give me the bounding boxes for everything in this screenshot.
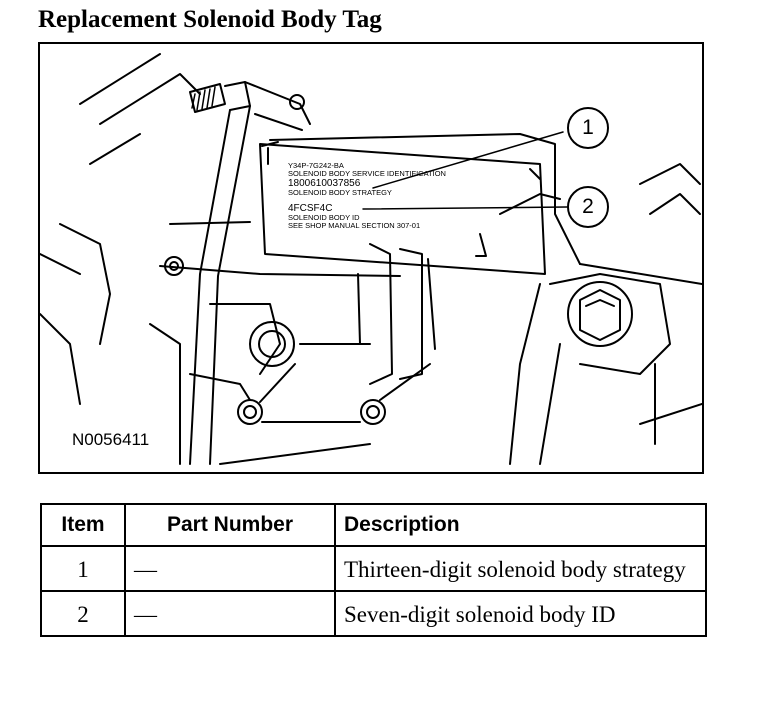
tag-line-service-id: SOLENOID BODY SERVICE IDENTIFICATION (288, 169, 446, 178)
header-description: Description (334, 503, 707, 547)
callout-1-circle (567, 107, 609, 149)
row-part-number: — (124, 545, 336, 592)
row-item: 2 (40, 590, 126, 637)
row-part-number: — (124, 590, 336, 637)
table-header-row: Item Part Number Description (40, 503, 707, 547)
row-item: 1 (40, 545, 126, 592)
callout-1: 1 (582, 116, 594, 139)
tag-line-body-id: 4FCSF4C (288, 203, 333, 214)
row-description: Seven-digit solenoid body ID (334, 590, 707, 637)
callout-2-circle (567, 186, 609, 228)
tag-line-part: Y34P-7G242-BA (288, 161, 344, 170)
figure-id: N0056411 (72, 430, 150, 449)
header-item: Item (40, 503, 126, 547)
tag-line-strategy-label: SOLENOID BODY STRATEGY (288, 188, 392, 197)
page-title: Replacement Solenoid Body Tag (38, 6, 382, 33)
row-description: Thirteen-digit solenoid body strategy (334, 545, 707, 592)
header-part-number: Part Number (124, 503, 336, 547)
tag-line-manual-ref: SEE SHOP MANUAL SECTION 307-01 (288, 221, 421, 230)
tag-line-strategy-number: 1800610037856 (288, 178, 361, 189)
table-row: 2 — Seven-digit solenoid body ID (40, 590, 707, 637)
tag-line-body-id-label: SOLENOID BODY ID (288, 213, 360, 222)
table-row: 1 — Thirteen-digit solenoid body strateg… (40, 545, 707, 592)
line-drawing (40, 53, 702, 465)
callout-2: 2 (582, 195, 594, 218)
parts-legend-table: Item Part Number Description 1 — Thirtee… (40, 503, 707, 637)
solenoid-body-illustration: Y34P-7G242-BA SOLENOID BODY SERVICE IDEN… (38, 42, 704, 474)
